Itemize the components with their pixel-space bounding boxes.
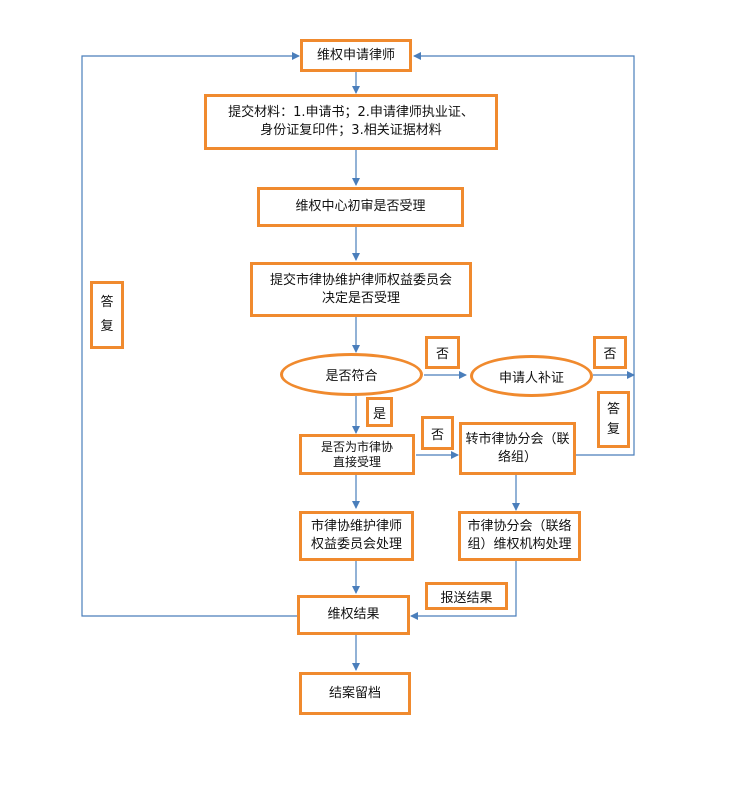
node-result-label: 维权结果 bbox=[327, 607, 380, 622]
label-no-qualify-text: 否 bbox=[435, 347, 449, 362]
node-archive: 结案留档 bbox=[299, 672, 411, 715]
node-qualify: 是否符合 bbox=[280, 353, 423, 396]
node-direct-accept: 是否为市律协 直接受理 bbox=[299, 434, 415, 475]
node-center-review: 维权中心初审是否受理 bbox=[257, 187, 464, 227]
label-yes: 是 bbox=[366, 397, 393, 427]
arrow-branch-to-result bbox=[410, 560, 517, 620]
node-branch-handle-label: 市律协分会（联络 组）维权机构处理 bbox=[467, 519, 572, 552]
node-supplement-label: 申请人补证 bbox=[498, 370, 564, 386]
label-no-supplement-text: 否 bbox=[603, 347, 617, 362]
node-transfer-branch-label: 转市律协分会（联 络组） bbox=[465, 431, 570, 465]
node-submit-materials: 提交材料：1.申请书；2.申请律师执业证、 身份证复印件；3.相关证据材料 bbox=[204, 94, 498, 150]
node-committee-decide: 提交市律协维护律师权益委员会 决定是否受理 bbox=[250, 262, 472, 317]
label-reply-left: 答 复 bbox=[90, 281, 124, 349]
label-yes-text: 是 bbox=[372, 406, 386, 422]
node-supplement: 申请人补证 bbox=[470, 355, 593, 397]
node-committee-decide-label: 提交市律协维护律师权益委员会 决定是否受理 bbox=[269, 272, 452, 306]
node-submit-label: 提交材料：1.申请书；2.申请律师执业证、 身份证复印件；3.相关证据材料 bbox=[228, 105, 474, 138]
node-center-review-label: 维权中心初审是否受理 bbox=[295, 199, 426, 214]
node-qualify-label: 是否符合 bbox=[325, 369, 378, 384]
label-reply-right: 答 复 bbox=[597, 391, 630, 448]
node-transfer-branch: 转市律协分会（联 络组） bbox=[459, 422, 576, 475]
arrow-right-loop-to-apply bbox=[413, 52, 635, 456]
label-no-direct-text: 否 bbox=[430, 427, 444, 443]
label-no-direct: 否 bbox=[421, 416, 454, 450]
node-apply-label: 维权申请律师 bbox=[316, 47, 395, 63]
node-apply: 维权申请律师 bbox=[300, 39, 412, 72]
arrow-left-loop-to-apply bbox=[81, 52, 300, 617]
node-archive-label: 结案留档 bbox=[328, 685, 381, 701]
node-branch-handle: 市律协分会（联络 组）维权机构处理 bbox=[458, 511, 581, 561]
label-report-result-text: 报送结果 bbox=[440, 590, 493, 606]
label-reply-right-char-1: 答 bbox=[606, 401, 620, 417]
label-reply-left-char-1: 答 bbox=[100, 295, 114, 310]
node-result: 维权结果 bbox=[297, 595, 410, 635]
label-reply-right-char-2: 复 bbox=[606, 421, 620, 437]
node-direct-accept-label: 是否为市律协 直接受理 bbox=[320, 439, 393, 469]
node-committee-handle: 市律协维护律师 权益委员会处理 bbox=[299, 511, 414, 561]
label-reply-left-char-2: 复 bbox=[100, 319, 114, 334]
label-no-supplement: 否 bbox=[593, 336, 627, 369]
label-no-qualify: 否 bbox=[425, 336, 460, 369]
label-report-result: 报送结果 bbox=[425, 582, 508, 610]
node-committee-handle-label: 市律协维护律师 权益委员会处理 bbox=[310, 519, 402, 552]
